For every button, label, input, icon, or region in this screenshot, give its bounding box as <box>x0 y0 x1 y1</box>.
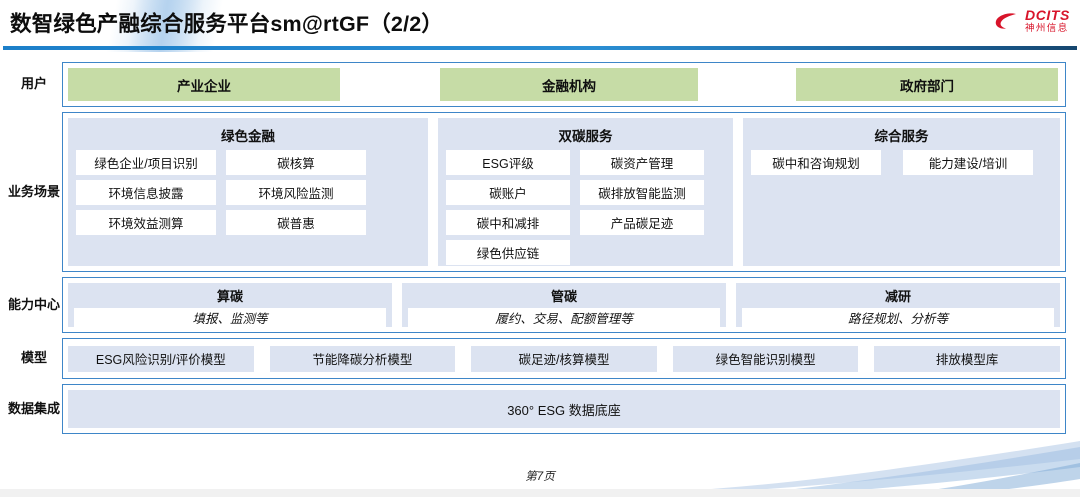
band-body-data-integration: 360° ESG 数据底座 <box>62 384 1066 434</box>
capability-panel-manage-carbon: 管碳 履约、交易、配额管理等 <box>402 283 726 327</box>
scenario-chip[interactable]: 绿色企业/项目识别 <box>76 150 216 175</box>
data-foundation-bar[interactable]: 360° ESG 数据底座 <box>68 390 1060 428</box>
user-row: 产业企业 金融机构 政府部门 <box>68 68 1060 101</box>
scenario-chip[interactable]: 碳中和咨询规划 <box>751 150 881 175</box>
band-data-integration: 数据集成 360° ESG 数据底座 <box>6 384 1066 434</box>
capability-panel-title: 减研 <box>884 289 911 304</box>
scenario-panel-dual-carbon: 双碳服务 ESG评级 碳资产管理 碳账户 碳排放智能监测 碳中和减排 产品碳足迹… <box>438 118 733 266</box>
capability-panel-subtitle[interactable]: 履约、交易、配额管理等 <box>408 308 720 327</box>
model-chip[interactable]: 碳足迹/核算模型 <box>471 345 657 372</box>
model-row: ESG风险识别/评价模型 节能降碳分析模型 碳足迹/核算模型 绿色智能识别模型 … <box>68 344 1060 373</box>
scenario-chip[interactable]: ESG评级 <box>446 150 570 175</box>
slide-header: 数智绿色产融综合服务平台sm@rtGF（2/2） DCITS 神州信息 <box>0 0 1080 52</box>
scenario-chip[interactable]: 碳排放智能监测 <box>580 180 704 205</box>
slide-bottom-strip <box>0 489 1080 497</box>
band-scenario: 业务场景 绿色金融 绿色企业/项目识别 碳核算 环境信息披露 环境风险监测 环境… <box>6 112 1066 272</box>
logo-text-block: DCITS 神州信息 <box>1025 8 1070 34</box>
scenario-chip[interactable]: 环境信息披露 <box>76 180 216 205</box>
scenario-chip[interactable]: 碳普惠 <box>226 210 366 235</box>
architecture-grid: 用户 产业企业 金融机构 政府部门 业务场景 绿色金融 <box>6 62 1066 434</box>
band-user: 用户 产业企业 金融机构 政府部门 <box>6 62 1066 107</box>
band-label-model: 模型 <box>20 350 47 366</box>
model-chip[interactable]: 绿色智能识别模型 <box>672 345 859 372</box>
scenario-row: 绿色金融 绿色企业/项目识别 碳核算 环境信息披露 环境风险监测 环境效益测算 … <box>68 118 1060 266</box>
capability-panel-calc-carbon: 算碳 填报、监测等 <box>68 283 392 327</box>
scenario-chip[interactable]: 绿色供应链 <box>446 240 570 265</box>
scenario-chip[interactable]: 碳中和减排 <box>446 210 570 235</box>
scenario-panel-comprehensive: 综合服务 碳中和咨询规划 能力建设/培训 <box>743 118 1060 266</box>
scenario-panel-green-finance: 绿色金融 绿色企业/项目识别 碳核算 环境信息披露 环境风险监测 环境效益测算 … <box>68 118 428 266</box>
band-label-user: 用户 <box>20 76 47 92</box>
scenario-chip-grid-dual-carbon: ESG评级 碳资产管理 碳账户 碳排放智能监测 碳中和减排 产品碳足迹 绿色供应… <box>446 150 725 265</box>
scenario-chip[interactable]: 能力建设/培训 <box>903 150 1033 175</box>
logo-english-name: DCITS <box>1025 7 1070 23</box>
band-body-capability: 算碳 填报、监测等 管碳 履约、交易、配额管理等 减研 路径规划、分析等 <box>62 277 1066 333</box>
scenario-panel-title-comprehensive: 综合服务 <box>874 129 929 144</box>
header-divider-rule <box>3 46 1077 50</box>
capability-panel-title: 管碳 <box>550 289 577 304</box>
scenario-panel-title-green-finance: 绿色金融 <box>221 129 275 144</box>
band-body-user: 产业企业 金融机构 政府部门 <box>62 62 1066 107</box>
model-chip[interactable]: ESG风险识别/评价模型 <box>68 345 254 372</box>
scenario-chip[interactable]: 碳资产管理 <box>580 150 704 175</box>
band-body-scenario: 绿色金融 绿色企业/项目识别 碳核算 环境信息披露 环境风险监测 环境效益测算 … <box>62 112 1066 272</box>
scenario-chip-grid-green-finance: 绿色企业/项目识别 碳核算 环境信息披露 环境风险监测 环境效益测算 碳普惠 <box>76 150 420 235</box>
scenario-panel-title-dual-carbon: 双碳服务 <box>558 129 613 144</box>
scenario-chip[interactable]: 环境风险监测 <box>226 180 366 205</box>
company-logo: DCITS 神州信息 <box>994 8 1070 34</box>
scenario-chip[interactable]: 碳核算 <box>226 150 366 175</box>
capability-panel-title: 算碳 <box>216 289 243 304</box>
capability-panel-subtitle[interactable]: 填报、监测等 <box>74 308 386 327</box>
capability-row: 算碳 填报、监测等 管碳 履约、交易、配额管理等 减研 路径规划、分析等 <box>68 283 1060 327</box>
page-title: 数智绿色产融综合服务平台sm@rtGF（2/2） <box>10 12 444 36</box>
scenario-chip[interactable]: 环境效益测算 <box>76 210 216 235</box>
capability-panel-subtitle[interactable]: 路径规划、分析等 <box>742 308 1054 327</box>
scenario-chip-grid-comprehensive: 碳中和咨询规划 能力建设/培训 <box>751 150 1052 175</box>
model-chip[interactable]: 排放模型库 <box>874 345 1060 372</box>
band-label-scenario: 业务场景 <box>7 183 60 199</box>
band-model: 模型 ESG风险识别/评价模型 节能降碳分析模型 碳足迹/核算模型 绿色智能识别… <box>6 338 1066 379</box>
user-cell-industry[interactable]: 产业企业 <box>68 68 340 101</box>
scenario-chip[interactable]: 碳账户 <box>446 180 570 205</box>
logo-chinese-name: 神州信息 <box>1025 23 1069 34</box>
model-chip[interactable]: 节能降碳分析模型 <box>269 345 456 372</box>
page-number-label: 第7页 <box>525 471 555 483</box>
dcits-swirl-icon <box>995 13 1016 29</box>
band-label-data-integration: 数据集成 <box>7 400 60 416</box>
user-cell-finance[interactable]: 金融机构 <box>440 68 698 101</box>
user-cell-government[interactable]: 政府部门 <box>796 68 1058 101</box>
capability-panel-reduce-research: 减研 路径规划、分析等 <box>736 283 1060 327</box>
scenario-chip[interactable]: 产品碳足迹 <box>580 210 704 235</box>
band-capability: 能力中心 算碳 填报、监测等 管碳 履约、交易、配额管理等 减研 路径规划、分析… <box>6 277 1066 333</box>
band-body-model: ESG风险识别/评价模型 节能降碳分析模型 碳足迹/核算模型 绿色智能识别模型 … <box>62 338 1066 379</box>
band-label-capability: 能力中心 <box>7 296 60 312</box>
